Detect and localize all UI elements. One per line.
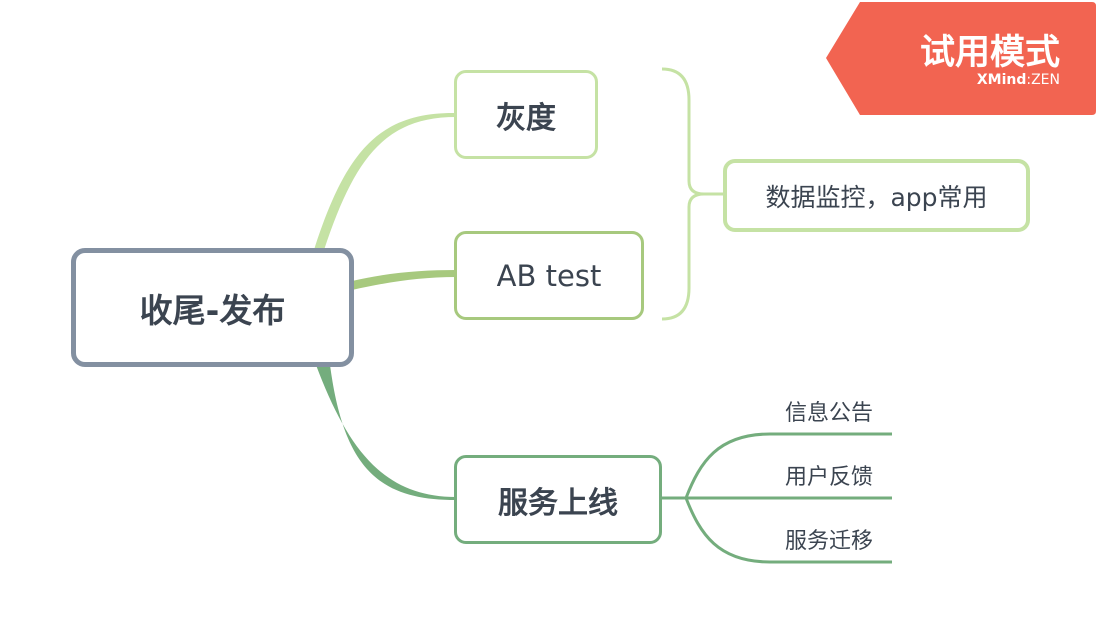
connector-root-ab bbox=[352, 270, 456, 290]
connector-root-online bbox=[316, 365, 456, 500]
topic-ab-test[interactable]: AB test bbox=[454, 231, 644, 320]
xmind-brand-name: XMind bbox=[976, 72, 1027, 88]
brand-separator-icon: : bbox=[1026, 72, 1032, 88]
xmind-edition: ZEN bbox=[1031, 72, 1060, 88]
subtopic-service-migration[interactable]: 服务迁移 bbox=[784, 529, 873, 554]
trial-mode-badge: 试用模式 XMind:ZEN bbox=[826, 2, 1096, 115]
root-topic[interactable]: 收尾-发布 bbox=[71, 248, 354, 367]
root-topic-label: 收尾-发布 bbox=[139, 290, 286, 330]
trial-badge-shape bbox=[826, 2, 1096, 115]
topic-service-online[interactable]: 服务上线 bbox=[454, 455, 662, 544]
trial-mode-title: 试用模式 bbox=[919, 33, 1060, 73]
topic-huidu-label: 灰度 bbox=[496, 100, 556, 136]
topic-huidu[interactable]: 灰度 bbox=[454, 70, 598, 159]
subtopic-announcement[interactable]: 信息公告 bbox=[784, 401, 873, 426]
topic-ab-test-label: AB test bbox=[496, 258, 602, 293]
connector-root-huidu bbox=[314, 112, 456, 250]
subtopic-user-feedback[interactable]: 用户反馈 bbox=[784, 465, 873, 490]
summary-topic[interactable]: 数据监控，app常用 bbox=[723, 159, 1030, 232]
xmind-brand: XMind:ZEN bbox=[977, 72, 1060, 88]
connector-online-leaf-3 bbox=[684, 497, 892, 564]
topic-service-online-label: 服务上线 bbox=[498, 485, 618, 521]
connector-online-leaf-1 bbox=[662, 432, 892, 500]
summary-bracket bbox=[661, 67, 705, 321]
summary-topic-label: 数据监控，app常用 bbox=[765, 182, 988, 212]
